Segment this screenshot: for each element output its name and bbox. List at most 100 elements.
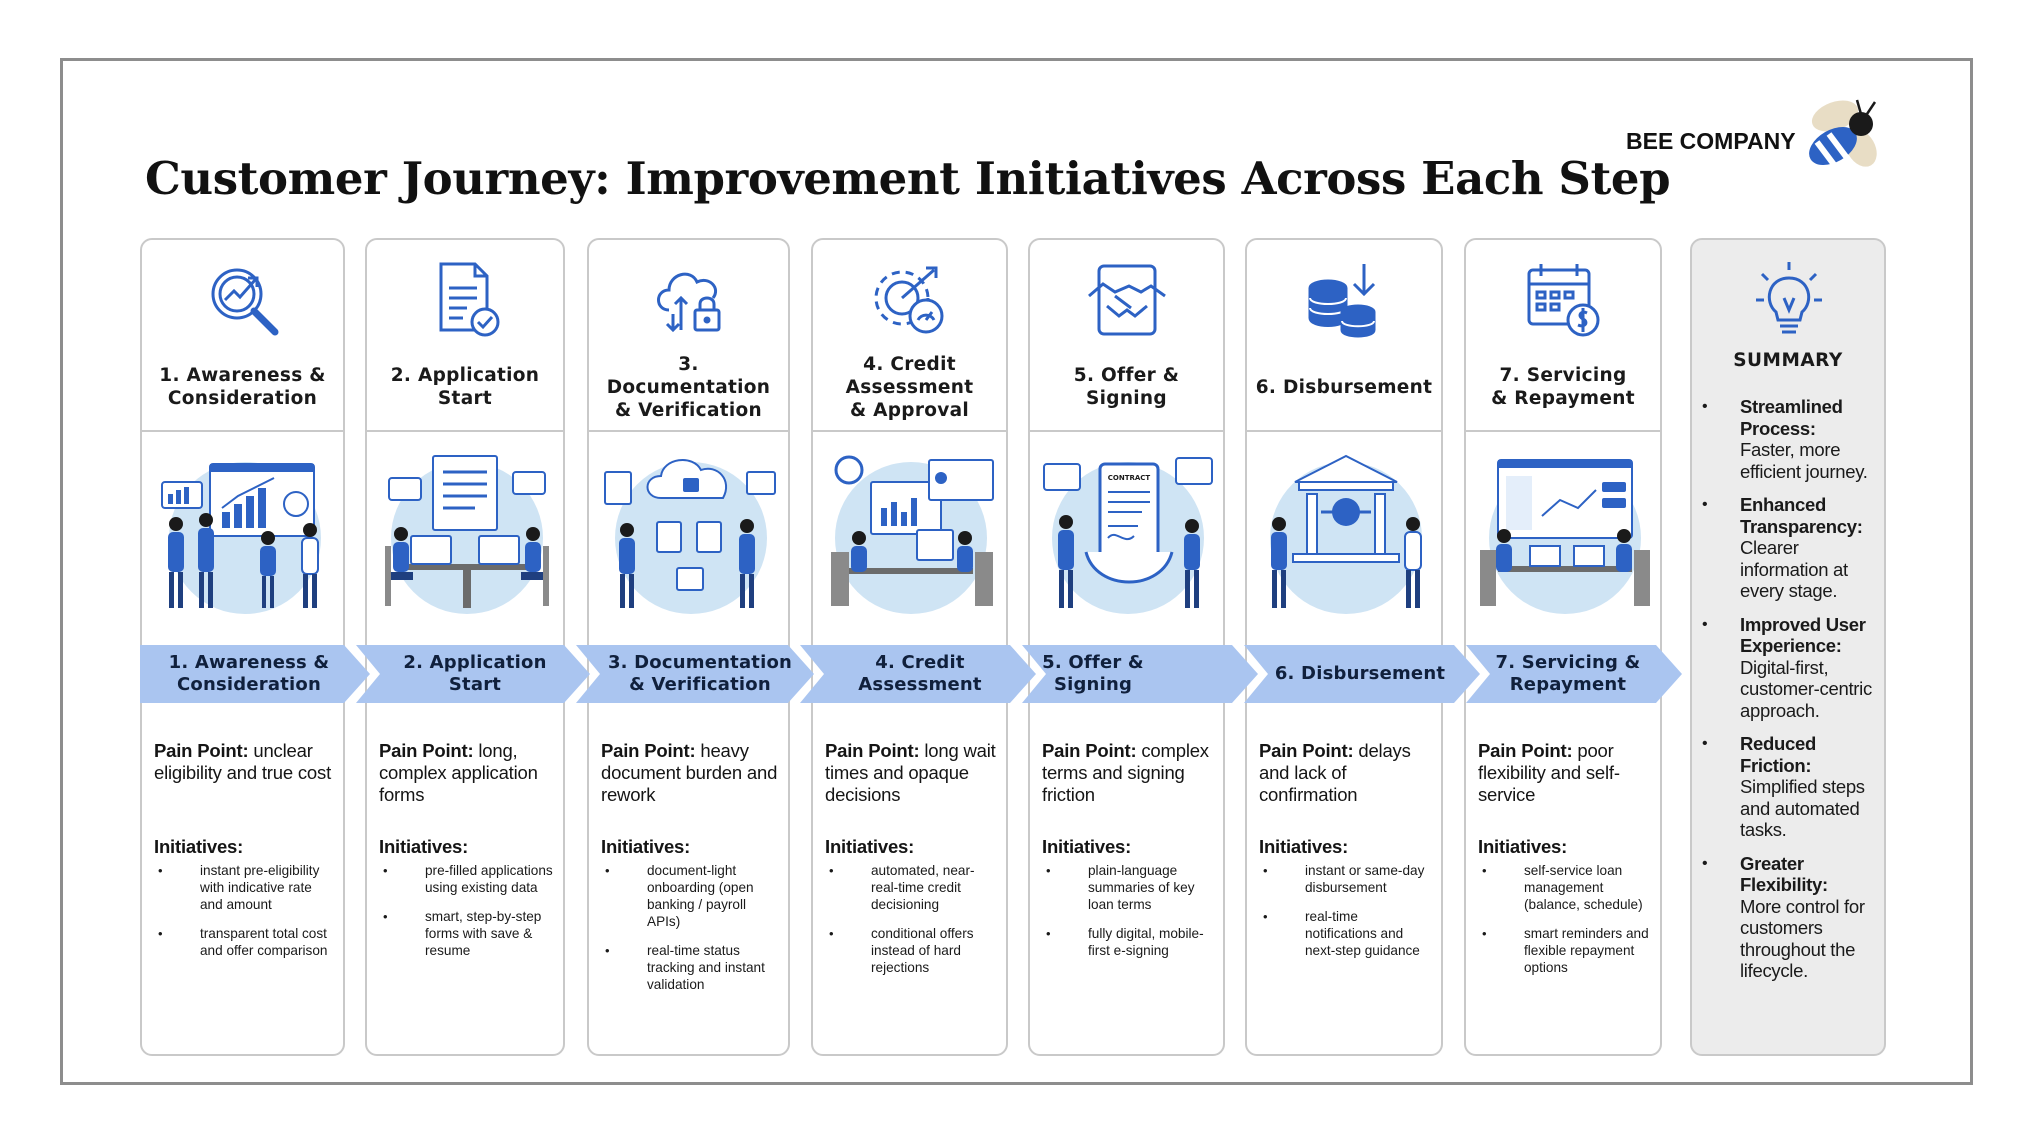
chevron-label: 3. Documentation & Verification: [607, 652, 793, 695]
pain-point-text: Pain Point: poor flexibility and self-se…: [1478, 740, 1620, 805]
pain-point-text: Pain Point: complex terms and signing fr…: [1042, 740, 1209, 805]
step-header: 7. Servicing & Repayment: [1466, 240, 1660, 432]
application-desk-illustration: [385, 455, 549, 614]
summary-item-heading: Improved User Experience:: [1740, 613, 1866, 657]
initiative-item: fully digital, mobile-first e-signing: [1042, 925, 1215, 959]
step-header: 4. Credit Assessment & Approval: [813, 240, 1006, 432]
journey-chevron: [1022, 645, 1258, 703]
bank-transfer-illustration: [1270, 454, 1422, 614]
initiatives-list: pre-filled applications using existing d…: [379, 862, 555, 971]
team-analytics-illustration: [161, 462, 321, 614]
step-title: 6. Disbursement: [1255, 376, 1433, 398]
initiatives-list: automated, near-real-time credit decisio…: [825, 862, 998, 988]
pain-point-text: Pain Point: unclear eligibility and true…: [154, 740, 332, 783]
initiative-item: automated, near-real-time credit decisio…: [825, 862, 998, 913]
initiatives-heading: Initiatives:: [825, 836, 915, 857]
cloud-documents-illustration: [604, 458, 776, 614]
journey-chevron: [356, 645, 590, 703]
initiative-item: real-time notifications and next-step gu…: [1259, 908, 1433, 959]
step-header: 1. Awareness & Consideration: [142, 240, 343, 432]
summary-item: Greater Flexibility:More control for cus…: [1702, 853, 1882, 982]
initiative-item: smart reminders and flexible repayment o…: [1478, 925, 1652, 976]
journey-chevron: [1466, 645, 1682, 703]
step-title: 1. Awareness & Consideration: [159, 365, 326, 409]
document-check-icon: [439, 262, 500, 337]
page-title: Customer Journey: Improvement Initiative…: [145, 152, 1671, 205]
summary-item-text: Faster, more efficient journey.: [1740, 439, 1868, 482]
summary-panel: SUMMARY Streamlined Process:Faster, more…: [1690, 238, 1886, 1056]
step-title: 7. Servicing & Repayment: [1491, 365, 1635, 409]
initiatives-heading: Initiatives:: [154, 836, 244, 857]
initiative-item: conditional offers instead of hard rejec…: [825, 925, 998, 976]
step-header: 6. Disbursement: [1247, 240, 1441, 432]
initiatives-heading: Initiatives:: [1259, 836, 1349, 857]
brand-name: BEE COMPANY: [1626, 128, 1796, 154]
magnifier-chart-icon: [211, 268, 278, 336]
summary-item: Reduced Friction:Simplified steps and au…: [1702, 733, 1882, 841]
step-header: 3. Documentation & Verification: [589, 240, 788, 432]
summary-item: Improved User Experience:Digital-first, …: [1702, 614, 1882, 722]
initiatives-heading: Initiatives:: [601, 836, 691, 857]
initiatives-heading: Initiatives:: [379, 836, 469, 857]
pain-point-text: Pain Point: long, complex application fo…: [379, 740, 538, 805]
bee-logo-icon: [1809, 99, 1877, 168]
step-title: 3. Documentation & Verification: [606, 353, 771, 421]
initiative-item: plain-language summaries of key loan ter…: [1042, 862, 1215, 913]
step-title: 2. Application Start: [390, 365, 540, 409]
pain-point-text: Pain Point: heavy document burden and re…: [601, 740, 778, 805]
initiative-item: self-service loan management (balance, s…: [1478, 862, 1652, 913]
step-title: 5. Offer & Signing: [1073, 365, 1180, 409]
initiatives-list: document-light onboarding (open banking …: [601, 862, 780, 1005]
chevron-label: 7. Servicing & Repayment: [1495, 652, 1641, 695]
chevron-label: 5. Offer & Signing: [1042, 652, 1144, 695]
summary-item-heading: Streamlined Process:: [1740, 396, 1843, 439]
handshake-icon: [1087, 264, 1166, 336]
journey-chevron: [1244, 645, 1480, 703]
initiatives-heading: Initiatives:: [1042, 836, 1132, 857]
slide-frame: [60, 58, 1973, 1085]
contract-signing-illustration: CONTRACT: [1043, 457, 1213, 614]
initiative-item: instant pre-eligibility with indicative …: [154, 862, 335, 913]
summary-item-text: Clearer information at every stage.: [1740, 537, 1848, 601]
summary-item-heading: Enhanced Transparency:: [1740, 494, 1863, 537]
summary-item: Streamlined Process:Faster, more efficie…: [1702, 396, 1882, 482]
pain-point-text: Pain Point: long wait times and opaque d…: [825, 740, 996, 805]
contract-label: CONTRACT: [1108, 474, 1151, 482]
initiatives-list: instant or same-day disbursement real-ti…: [1259, 862, 1433, 971]
initiative-item: transparent total cost and offer compari…: [154, 925, 335, 959]
initiatives-list: plain-language summaries of key loan ter…: [1042, 862, 1215, 971]
chevron-label: 2. Application Start: [403, 652, 547, 695]
chevron-label: 1. Awareness & Consideration: [168, 652, 330, 695]
calendar-dollar-icon: [1527, 264, 1600, 337]
coins-arrow-icon: [1308, 264, 1376, 338]
summary-item: Enhanced Transparency:Clearer informatio…: [1702, 494, 1882, 602]
step-header: 5. Offer & Signing: [1030, 240, 1223, 432]
summary-item-heading: Reduced Friction:: [1740, 733, 1817, 776]
loan-dashboard-illustration: [1480, 459, 1650, 614]
pain-point-text: Pain Point: delays and lack of confirmat…: [1259, 740, 1411, 805]
cloud-lock-icon: [656, 272, 720, 333]
summary-item-text: More control for customers throughout th…: [1740, 895, 1865, 982]
step-header: 2. Application Start: [367, 240, 563, 432]
lightbulb-icon: [1756, 262, 1822, 334]
initiative-item: smart, step-by-step forms with save & re…: [379, 908, 555, 959]
credit-review-illustration: [831, 455, 994, 614]
gear-gauge-icon: [874, 266, 943, 334]
summary-item-text: Simplified steps and automated tasks.: [1740, 776, 1865, 840]
initiative-item: instant or same-day disbursement: [1259, 862, 1433, 896]
summary-list: Streamlined Process:Faster, more efficie…: [1702, 396, 1882, 994]
summary-title: SUMMARY: [1733, 350, 1843, 371]
journey-chevron: [576, 645, 814, 703]
chevron-label: 4. Credit Assessment: [858, 652, 982, 695]
initiative-item: document-light onboarding (open banking …: [601, 862, 780, 930]
initiative-item: pre-filled applications using existing d…: [379, 862, 555, 896]
initiative-item: real-time status tracking and instant va…: [601, 942, 780, 993]
chevron-label: 6. Disbursement: [1274, 663, 1446, 684]
step-title: 4. Credit Assessment & Approval: [845, 353, 974, 421]
initiatives-list: self-service loan management (balance, s…: [1478, 862, 1652, 988]
journey-chevron: [140, 645, 370, 703]
initiatives-heading: Initiatives:: [1478, 836, 1568, 857]
initiatives-list: instant pre-eligibility with indicative …: [154, 862, 335, 971]
summary-item-text: Digital-first, customer-centric approach…: [1740, 656, 1872, 721]
summary-item-heading: Greater Flexibility:: [1740, 852, 1828, 896]
